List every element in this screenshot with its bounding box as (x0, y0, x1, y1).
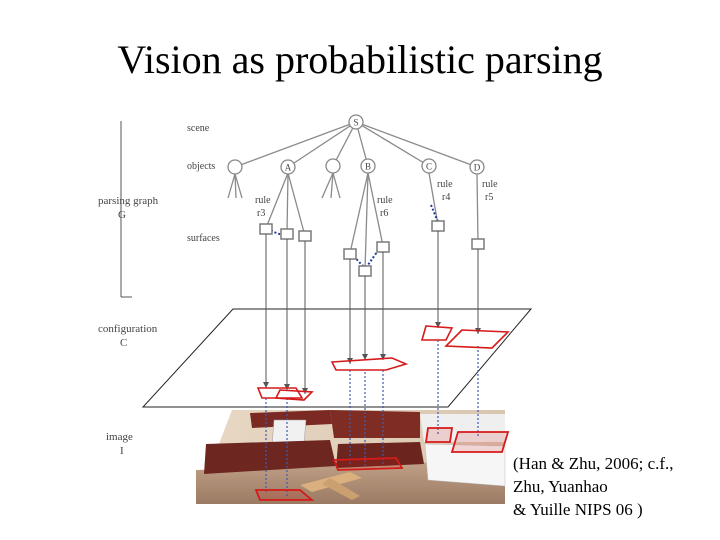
node-unlabeled-1 (227, 159, 243, 175)
citation: (Han & Zhu, 2006; c.f., Zhu, Yuanhao & Y… (513, 452, 718, 521)
slide-title: Vision as probabilistic parsing (117, 37, 603, 82)
node-unlabeled-2 (325, 158, 341, 174)
image-region (450, 431, 510, 453)
image-symbol: I (120, 445, 124, 457)
node-b (360, 158, 376, 174)
surface-box (471, 238, 485, 250)
rule-r5-id: r5 (485, 192, 493, 203)
surfaces-label: surfaces (187, 233, 220, 244)
node-root-label: S (353, 118, 358, 128)
citation-line-3: & Yuille NIPS 06 ) (513, 500, 643, 519)
rule-r5-word: rule (482, 179, 498, 190)
image-region (424, 427, 454, 443)
node-root (348, 114, 364, 130)
object-nodes: S A B C D (227, 114, 485, 175)
surface-box (358, 265, 372, 277)
surface-box (431, 220, 445, 232)
node-b-label: B (365, 162, 371, 172)
config-region (274, 389, 314, 401)
config-region (330, 357, 409, 371)
configuration-label: configuration (98, 323, 158, 335)
objects-label: objects (187, 161, 215, 172)
surface-box (376, 241, 390, 253)
surface-box (280, 228, 294, 240)
projection-arrows (263, 231, 481, 394)
image-region (254, 489, 315, 501)
level-labels: scene objects parsing graph G surfaces c… (98, 121, 220, 457)
rule-labels: rule r3 rule r6 rule r4 rule r5 (255, 179, 498, 219)
surface-box (298, 230, 312, 242)
configuration-symbol: C (120, 337, 127, 349)
image-label: image (106, 431, 133, 443)
node-d-label: D (474, 163, 481, 173)
rule-r6-word: rule (377, 195, 393, 206)
tree-edges (227, 121, 479, 271)
rule-r3-word: rule (255, 195, 271, 206)
surface-box (343, 248, 357, 260)
config-region (420, 325, 454, 341)
citation-line-2: Zhu, Yuanhao (513, 477, 608, 496)
node-a-label: A (285, 163, 292, 173)
image-regions (254, 427, 510, 501)
config-region (444, 329, 510, 349)
node-d (469, 159, 485, 175)
config-region (256, 387, 304, 399)
rule-r4-word: rule (437, 179, 453, 190)
parsing-graph-symbol: G (118, 209, 126, 221)
parsing-graph-label: parsing graph (98, 195, 159, 207)
image-projection-lines (265, 340, 479, 496)
configuration-regions (256, 325, 510, 401)
configuration-plane (141, 308, 533, 408)
node-c (421, 158, 437, 174)
rule-r6-id: r6 (380, 208, 388, 219)
surface-box (259, 223, 273, 235)
citation-line-1: (Han & Zhu, 2006; c.f., (513, 454, 674, 473)
image-region (332, 457, 404, 471)
rule-r3-id: r3 (257, 208, 265, 219)
rule-r4-id: r4 (442, 192, 450, 203)
surface-nodes (259, 220, 485, 277)
kitchen-photo (196, 410, 506, 504)
node-a (280, 159, 296, 175)
node-c-label: C (426, 162, 432, 172)
scene-label: scene (187, 123, 210, 134)
